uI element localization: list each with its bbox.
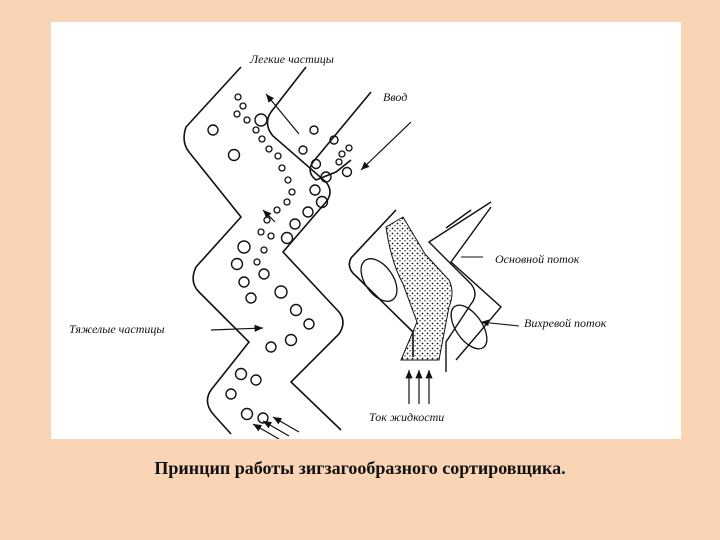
detail-wall-left	[348, 209, 414, 357]
detail-right-wall	[445, 206, 502, 361]
label-main-flow: Основной поток	[495, 252, 580, 266]
label-vortex-flow: Вихревой поток	[524, 316, 607, 330]
label-light-particles: Легкие частицы	[250, 52, 334, 66]
vortex-upper	[360, 258, 398, 302]
vortex-leader	[480, 319, 520, 327]
center-arrow	[262, 209, 276, 223]
zigzag-sorter-diagram	[183, 66, 520, 439]
bottom-arrow-1	[272, 416, 300, 433]
label-heavy-particles: Тяжелые частицы	[69, 322, 165, 336]
inlet-arrow	[360, 121, 412, 171]
label-inlet: Ввод	[383, 90, 408, 104]
label-liquid-flow: Ток жидкости	[369, 410, 445, 424]
heavy-particles	[207, 113, 353, 424]
inlet-wall	[309, 91, 372, 181]
detail-wall-right	[427, 201, 492, 372]
channel-left-wall	[183, 66, 251, 435]
heavy-arrow	[210, 324, 264, 332]
bottom-arrow-2	[262, 420, 290, 437]
vortex-lower	[450, 304, 488, 350]
light-particles	[233, 93, 353, 266]
diagram-panel: Легкие частицы Ввод Основной поток Тяжел…	[51, 22, 681, 439]
channel-right-wall	[266, 66, 344, 431]
light-flow-arrow	[265, 93, 300, 135]
bottom-arrow-3	[252, 423, 280, 439]
figure-caption: Принцип работы зигзагообразного сортиров…	[154, 458, 566, 478]
main-flow-band	[385, 216, 453, 361]
